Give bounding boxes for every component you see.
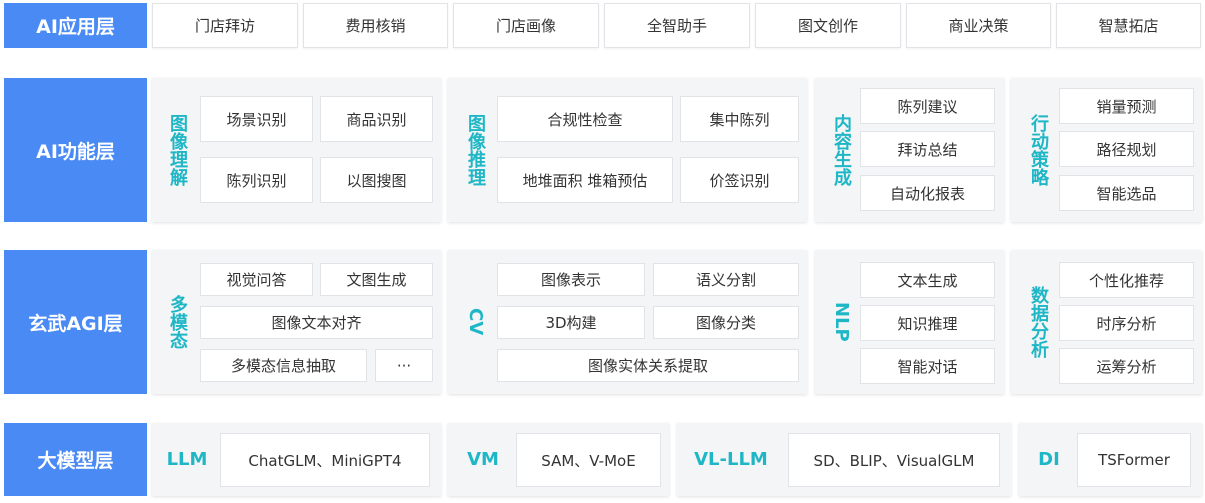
- group-title: 图像理解: [167, 114, 188, 186]
- app-item-store-profile[interactable]: 门店画像: [453, 3, 599, 48]
- function-item[interactable]: 智能选品: [1059, 175, 1194, 211]
- agi-item[interactable]: 智能对话: [860, 348, 995, 384]
- agi-item[interactable]: 多模态信息抽取: [200, 349, 367, 382]
- function-item[interactable]: 集中陈列: [680, 96, 799, 142]
- app-item-expense-writeoff[interactable]: 费用核销: [303, 3, 448, 48]
- model-item[interactable]: SAM、V-MoE: [516, 433, 661, 487]
- group-title: VL-LLM: [694, 449, 768, 470]
- function-item[interactable]: 销量预测: [1059, 88, 1194, 124]
- app-item-store-visit[interactable]: 门店拜访: [152, 3, 298, 48]
- agi-item[interactable]: 语义分割: [653, 263, 799, 296]
- function-item[interactable]: 商品识别: [320, 96, 433, 142]
- app-item-smart-assistant[interactable]: 全智助手: [604, 3, 750, 48]
- agi-item[interactable]: 文本生成: [860, 262, 995, 298]
- group-title: CV: [465, 308, 486, 336]
- agi-item[interactable]: 文图生成: [320, 263, 433, 296]
- layer-label-app: AI应用层: [4, 3, 147, 48]
- function-item[interactable]: 价签识别: [680, 157, 799, 203]
- group-title: NLP: [831, 302, 852, 342]
- agi-item[interactable]: 视觉问答: [200, 263, 313, 296]
- group-title: 数据分析: [1028, 286, 1049, 358]
- function-item[interactable]: 拜访总结: [860, 131, 995, 167]
- agi-item[interactable]: 图像实体关系提取: [497, 349, 799, 382]
- function-item[interactable]: 陈列识别: [200, 157, 313, 203]
- more-ellipsis[interactable]: ···: [375, 349, 433, 382]
- group-title: DI: [1038, 449, 1060, 470]
- agi-item[interactable]: 图像分类: [653, 306, 799, 339]
- function-item[interactable]: 地堆面积 堆箱预估: [497, 157, 673, 203]
- function-item[interactable]: 场景识别: [200, 96, 313, 142]
- agi-item[interactable]: 3D构建: [497, 306, 645, 339]
- agi-item[interactable]: 知识推理: [860, 305, 995, 341]
- agi-item[interactable]: 图像文本对齐: [200, 306, 433, 339]
- model-item[interactable]: ChatGLM、MiniGPT4: [220, 433, 430, 487]
- app-item-content-creation[interactable]: 图文创作: [755, 3, 901, 48]
- layer-label-agi: 玄武AGI层: [4, 250, 147, 394]
- app-item-business-decision[interactable]: 商业决策: [906, 3, 1051, 48]
- function-item[interactable]: 自动化报表: [860, 175, 995, 211]
- model-item[interactable]: TSFormer: [1077, 433, 1191, 487]
- group-title: VM: [467, 449, 499, 470]
- function-item[interactable]: 路径规划: [1059, 131, 1194, 167]
- agi-item[interactable]: 个性化推荐: [1059, 262, 1194, 298]
- group-title: LLM: [166, 449, 208, 470]
- group-title: 多模态: [167, 295, 188, 349]
- group-title: 图像推理: [465, 114, 486, 186]
- model-item[interactable]: SD、BLIP、VisualGLM: [788, 433, 1000, 487]
- function-item[interactable]: 陈列建议: [860, 88, 995, 124]
- layer-label-function: AI功能层: [4, 78, 147, 222]
- app-item-smart-expansion[interactable]: 智慧拓店: [1056, 3, 1201, 48]
- agi-item[interactable]: 时序分析: [1059, 305, 1194, 341]
- group-title: 行动策略: [1028, 114, 1049, 186]
- group-title: 内容生成: [831, 114, 852, 186]
- function-item[interactable]: 合规性检查: [497, 96, 673, 142]
- layer-label-model: 大模型层: [4, 423, 147, 496]
- agi-item[interactable]: 图像表示: [497, 263, 645, 296]
- agi-item[interactable]: 运筹分析: [1059, 348, 1194, 384]
- function-item[interactable]: 以图搜图: [320, 157, 433, 203]
